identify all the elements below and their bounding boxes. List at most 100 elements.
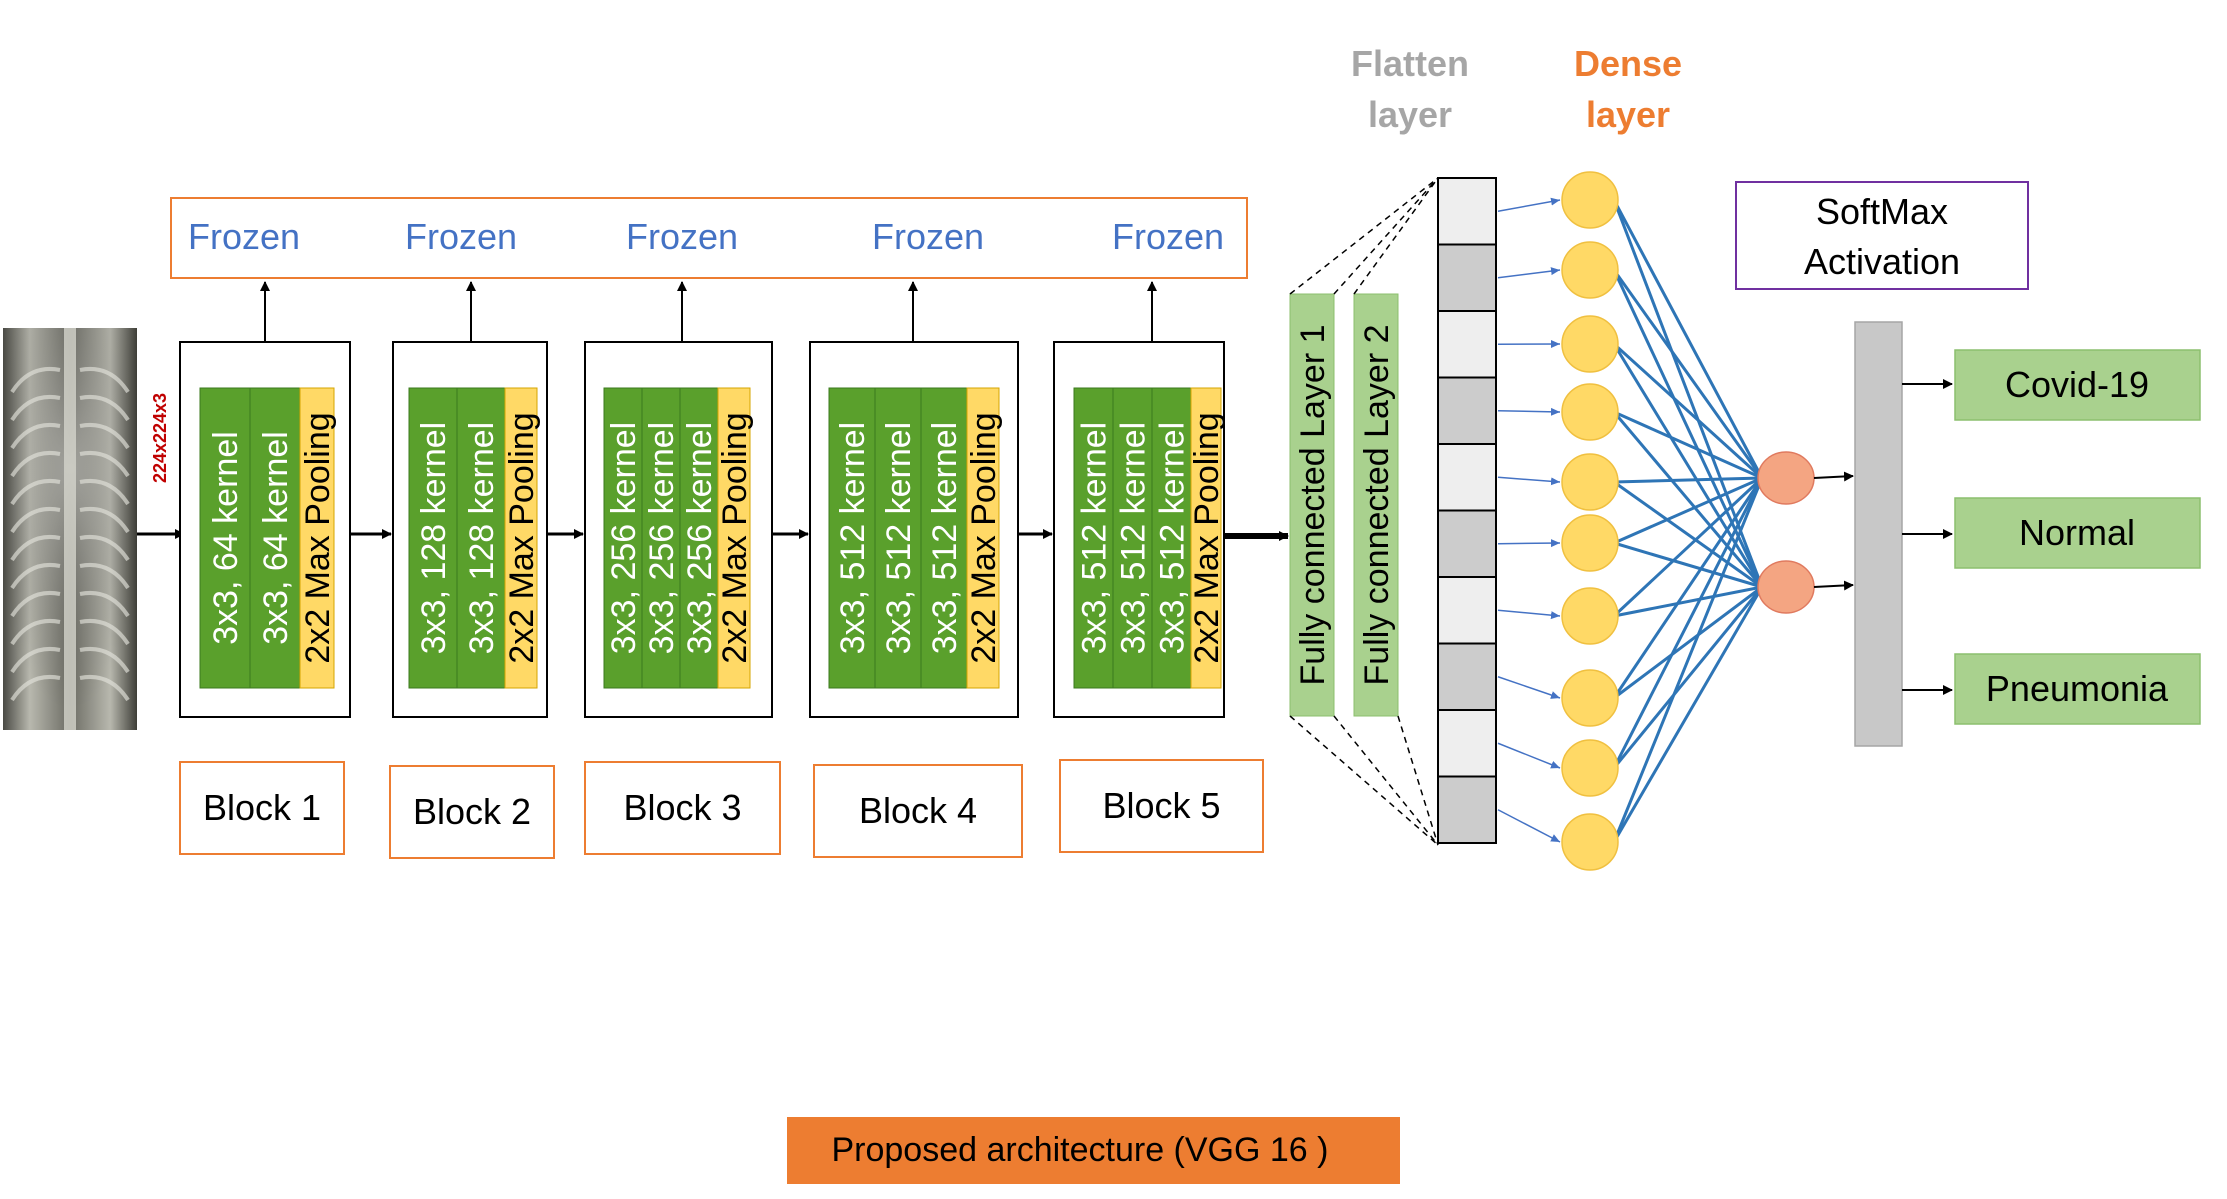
fully-connected-section: Fully connected Layer 1 Fully connected L… [1224,177,1439,846]
conv-layer-label: 3x3, 512 kernel [1076,422,1114,655]
pool-layer [299,387,335,689]
dense-connection [1612,586,1764,843]
dense-node [1561,813,1619,871]
fc-layer-label: Fully connected Layer 1 [1294,325,1332,686]
dense-connection [1613,476,1763,484]
block-label: Block 3 [623,787,741,828]
frozen-label: Frozen [405,216,517,257]
pool-layer [1190,387,1222,689]
block-label-box [179,761,345,855]
flatten-title-line2: layer [1368,94,1452,135]
dense-connection [1612,343,1764,588]
conv-layer [199,387,251,689]
dense-connection [1612,477,1764,843]
flatten-cell [1437,775,1497,844]
pool-layer [966,387,1000,689]
fc-layer-label: Fully connected Layer 2 [1358,325,1396,686]
dense-connection [1612,477,1764,769]
input-size-label: 224x224x3 [150,393,170,483]
dense-connection [1612,477,1764,699]
conv-layer-label: 3x3, 256 kernel [643,422,681,655]
dense-connection [1612,199,1764,479]
dense-connection [1613,585,1763,618]
dense-connection [1613,476,1763,545]
neuron-to-softmax-arrow [1813,580,1854,591]
flatten-cell [1437,443,1497,512]
conv-layer-label: 3x3, 64 kernel [257,431,295,645]
dense-node [1561,587,1619,645]
flatten-to-dense-arrow [1497,676,1561,699]
flatten-cell [1437,709,1497,778]
pool-layer [504,387,538,689]
block-label: Block 1 [203,787,321,828]
flatten-to-dense-arrow [1497,809,1561,843]
conv-layer [828,387,876,689]
output-class-label: Normal [2019,512,2135,553]
conv-layer-label: 3x3, 256 kernel [681,422,719,655]
conv-layer-label: 3x3, 512 kernel [926,422,964,655]
conv-layer [874,387,922,689]
output-class-label: Pneumonia [1986,668,2169,709]
flatten-cell [1437,376,1497,445]
softmax-bar [1854,321,1903,747]
output-neuron [1757,451,1815,505]
dense-connection [1613,480,1763,589]
fc-layer [1289,293,1335,717]
dense-connection [1613,541,1763,589]
flatten-cell [1437,177,1497,246]
block-label: Block 2 [413,791,531,832]
flatten-to-dense-arrow [1497,742,1561,769]
conv-layer [456,387,506,689]
frozen-label: Frozen [1112,216,1224,257]
dense-connection [1612,342,1764,480]
flatten-cell [1437,509,1497,578]
projection-line [1397,715,1439,846]
dense-title-line2: layer [1586,94,1670,135]
input-section: 224x224x3 [3,328,185,730]
frozen-label: Frozen [188,216,300,257]
frozen-label: Frozen [626,216,738,257]
block-label: Block 4 [859,790,977,831]
frozen-section: Frozen Frozen Frozen Frozen Frozen [170,197,1248,279]
xray-image [3,328,137,730]
projection-line [1333,715,1439,846]
dense-node [1561,739,1619,797]
dense-connection [1613,585,1763,700]
conv-layer-label: 3x3, 128 kernel [463,422,501,655]
projection-line [1289,177,1439,295]
frozen-label: Frozen [872,216,984,257]
conv-layer-label: 3x3, 512 kernel [1115,422,1153,655]
dense-node [1561,315,1619,373]
dense-node [1561,171,1619,229]
conv-layer-label: 3x3, 512 kernel [1154,422,1192,655]
softmax-line1: SoftMax [1816,191,1948,232]
dense-node [1561,453,1619,511]
flatten-to-dense-arrow [1497,476,1561,486]
dense-node [1561,383,1619,441]
flatten-cell [1437,243,1497,312]
conv-layer-label: 3x3, 256 kernel [605,422,643,655]
conv-layer [1151,387,1192,689]
dense-connection [1612,199,1764,588]
conv-layer [408,387,458,689]
projection-line [1289,715,1439,846]
flatten-to-dense-arrow [1497,407,1561,416]
dense-connection [1612,586,1764,769]
conv-layer-label: 3x3, 512 kernel [880,422,918,655]
dense-node [1561,241,1619,299]
conv-layer [249,387,301,689]
flatten-to-dense-arrow [1497,197,1561,212]
pool-layer-label: 2x2 Max Pooling [716,412,754,663]
flatten-to-dense-arrow [1497,267,1561,279]
dense-connection [1612,411,1764,588]
frozen-bar [170,197,1248,279]
conv-layer-label: 3x3, 512 kernel [834,422,872,655]
output-class-box [1954,349,2201,421]
flatten-cell [1437,310,1497,379]
